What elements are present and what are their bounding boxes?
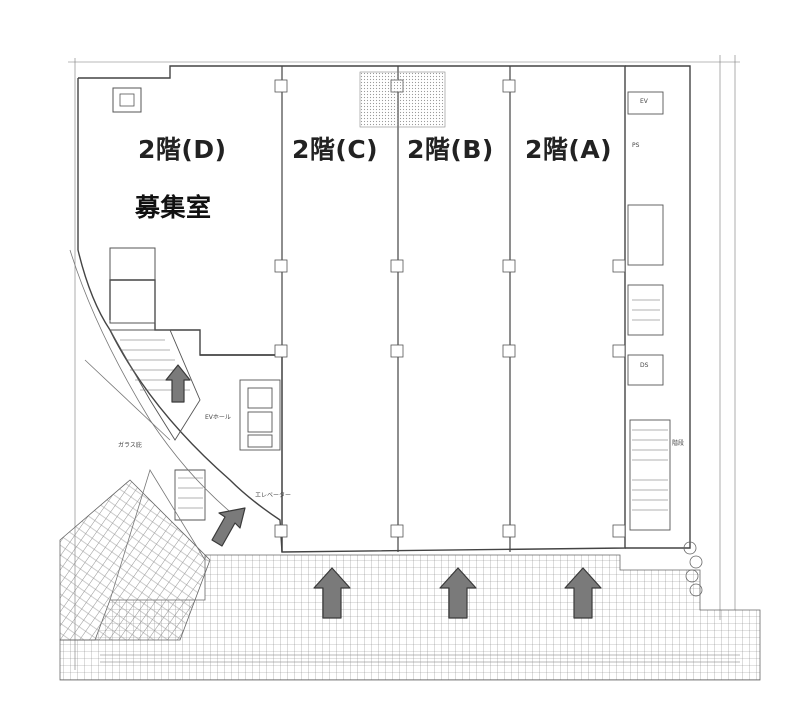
ev-note: EV [640, 98, 648, 105]
service-room [109, 247, 156, 324]
vacancy-label: 募集室 [135, 193, 212, 222]
arrow-up-icon [165, 364, 191, 403]
unit-label-a: 2階(A) [525, 135, 613, 164]
planters [683, 541, 703, 597]
shaft-box [112, 87, 142, 113]
arrow-up-icon [564, 567, 602, 619]
ds-note: DS [640, 362, 649, 369]
unit-label-c: 2階(C) [292, 135, 379, 164]
core-area [109, 329, 281, 521]
arrow-up-icon [313, 567, 351, 619]
unit-partitions [281, 66, 511, 552]
void-area [359, 71, 446, 128]
unit-label-b: 2階(B) [407, 135, 494, 164]
right-stair-treads [632, 299, 668, 511]
glass-note: ガラス庇 [118, 442, 142, 449]
entrance-arrows [165, 364, 602, 619]
ps-note: PS [632, 142, 640, 149]
stairs-note: 階段 [672, 440, 685, 447]
unit-label-d: 2階(D) [138, 135, 227, 164]
stair-treads [120, 339, 203, 509]
elevator-note: エレベーター [255, 492, 292, 499]
right-service-strip [627, 91, 671, 531]
curved-path [69, 249, 241, 601]
arrow-up-icon [439, 567, 477, 619]
ev-hall-note: EVホール [205, 414, 231, 421]
arrow-diagonal-icon [211, 507, 246, 547]
